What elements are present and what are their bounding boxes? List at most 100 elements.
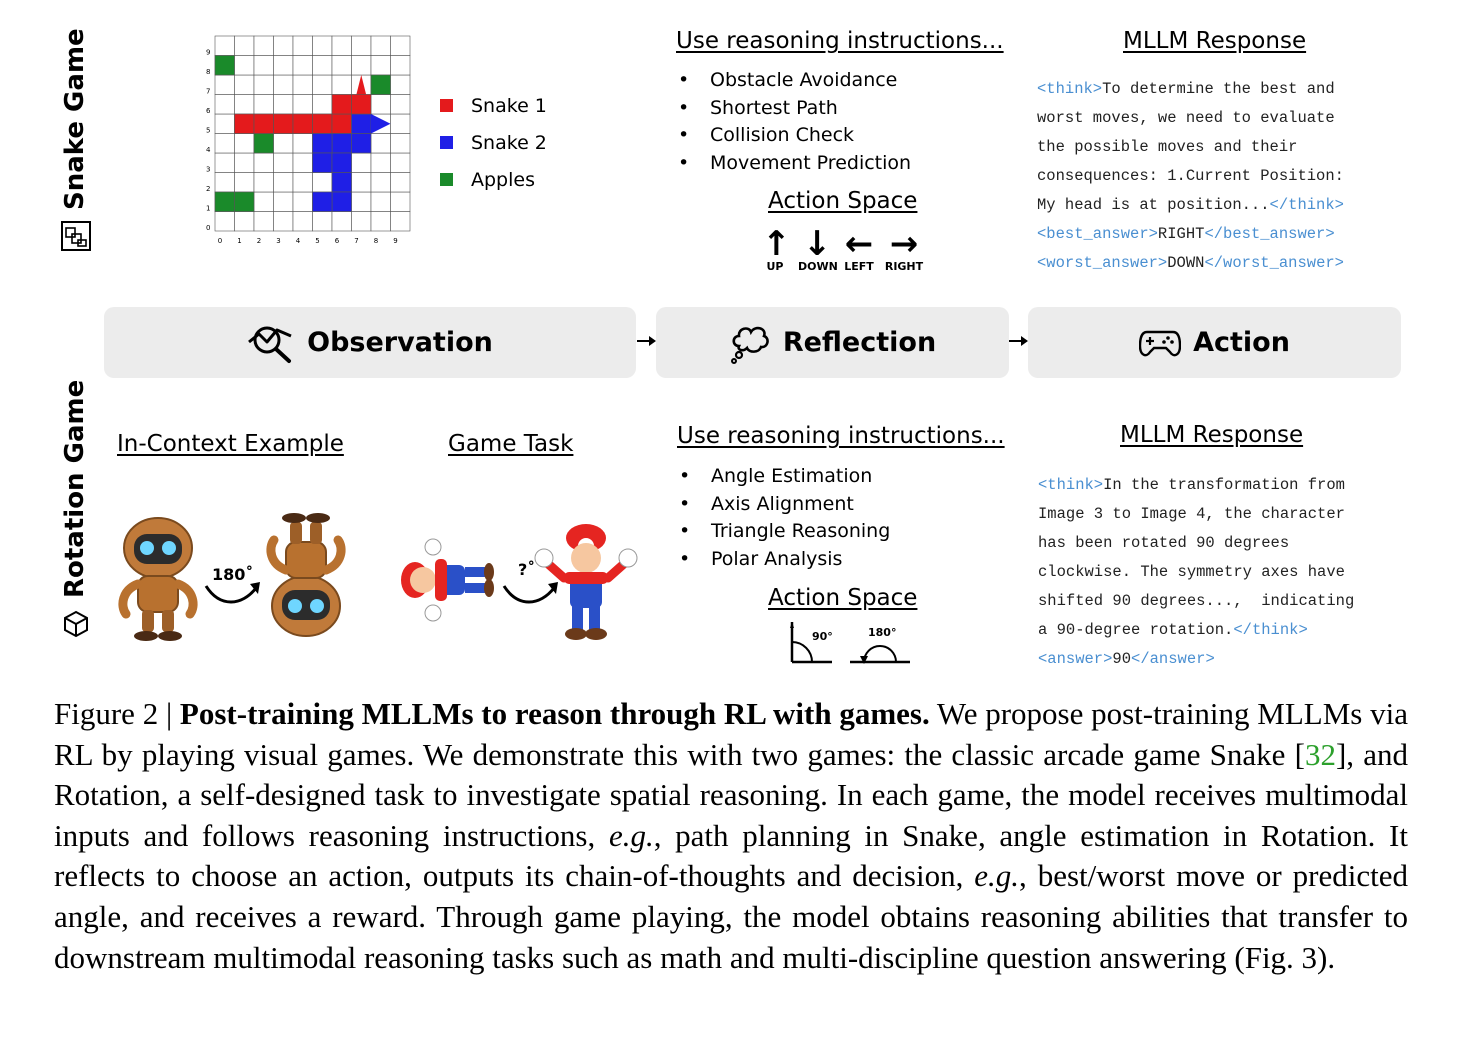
caption-prefix: Figure 2 | (54, 696, 180, 731)
list-item: Axis Alignment (679, 491, 890, 519)
snake2-head (371, 114, 391, 134)
mario-upright-image (534, 524, 638, 640)
response-line: worst moves, we need to evaluate (1037, 109, 1335, 127)
apple-cell (214, 191, 235, 212)
grid-cell (214, 152, 235, 173)
caption-text: , best/worst move or predicted angle, an… (54, 858, 1408, 975)
grid-cell (273, 55, 294, 76)
x-tick-label: 0 (218, 237, 222, 245)
apple-cell (214, 55, 235, 76)
grid-cell (234, 55, 255, 76)
up-arrow-icon: ↑ (762, 224, 791, 264)
list-item: Movement Prediction (678, 150, 911, 178)
grid-cell (351, 191, 372, 212)
grid-cell (234, 133, 255, 154)
grid-cell (234, 172, 255, 193)
rotation-instructions-list: Angle Estimation Axis Alignment Triangle… (679, 463, 890, 573)
grid-cell (214, 35, 235, 56)
grid-cell (312, 94, 333, 115)
y-tick-label: 6 (206, 107, 211, 115)
snake-response-heading: MLLM Response (1123, 28, 1307, 54)
response-line: In the transformation from (1103, 476, 1345, 494)
reflection-stage: Reflection (656, 307, 1009, 378)
grid-cell (292, 191, 313, 212)
grid-cell (331, 35, 352, 56)
grid-cell (370, 35, 391, 56)
observation-label: Observation (307, 327, 493, 358)
rotation-game-icon (64, 610, 88, 638)
y-tick-label: 8 (206, 68, 210, 76)
action-label: Action (1193, 327, 1290, 358)
grid-cell (253, 55, 274, 76)
answer-open-tag: <answer> (1038, 650, 1113, 668)
caption-text: , path planning in Snake, angle estimati… (54, 817, 1408, 894)
list-item: Triangle Reasoning (679, 518, 890, 546)
think-open-tag: <think> (1038, 476, 1104, 494)
grid-cell (390, 152, 411, 173)
grid-cell (214, 133, 235, 154)
response-line: has been rotated 90 degrees (1038, 534, 1290, 552)
grid-cell (390, 191, 411, 212)
angle-180-icon (850, 645, 910, 664)
caption-title: Post-training MLLMs to reason through RL… (179, 696, 930, 731)
answer-value: 90 (1112, 650, 1132, 668)
figure-caption: Figure 2 | Post-training MLLMs to reason… (54, 694, 1408, 978)
think-open-tag: <think> (1037, 80, 1103, 98)
y-tick-label: 0 (206, 224, 210, 232)
rotation-response-heading: MLLM Response (1120, 422, 1304, 448)
grid-cell (253, 94, 274, 115)
x-tick-label: 8 (374, 237, 378, 245)
answer-close-tag: </answer> (1131, 650, 1215, 668)
snake-instructions-heading: Use reasoning instructions... (676, 28, 1004, 54)
grid-cell (312, 172, 333, 193)
rotation-instructions-heading: Use reasoning instructions... (677, 423, 1005, 449)
snake-game-icon (61, 221, 91, 251)
robot-upright-image (118, 517, 198, 641)
grid-cell (214, 94, 235, 115)
snake2-cell (331, 133, 352, 154)
action-up: ↑ UP (762, 224, 791, 273)
snake1-cell (351, 94, 372, 115)
y-tick-label: 2 (206, 185, 210, 193)
gamepad-icon (1139, 330, 1182, 356)
x-tick-label: 3 (276, 237, 280, 245)
snake-response-text: <think>To determine the best and worst m… (1037, 75, 1344, 278)
reflection-label: Reflection (782, 327, 937, 358)
caption-eg: e.g. (974, 858, 1020, 894)
y-tick-label: 1 (206, 205, 210, 213)
grid-cell (214, 172, 235, 193)
grid-cell (351, 35, 372, 56)
legend-item-apples: Apples (440, 161, 547, 198)
snake1-cell (234, 113, 255, 134)
snake-game-label: Snake Game (60, 28, 90, 210)
snake1-cell (253, 113, 274, 134)
grid-cell (292, 74, 313, 95)
think-close-tag: </think> (1233, 621, 1308, 639)
grid-cell (390, 172, 411, 193)
list-item: Angle Estimation (679, 463, 890, 491)
thought-cloud-icon (730, 326, 769, 364)
grid-cell (370, 152, 391, 173)
snake2-cell (331, 172, 352, 193)
snake1-cell (331, 94, 352, 115)
grid-cell (312, 55, 333, 76)
citation-link[interactable]: 32 (1304, 736, 1336, 772)
snake2-swatch (440, 136, 453, 149)
grid-cell (253, 74, 274, 95)
snake-legend: Snake 1 Snake 2 Apples (440, 87, 547, 198)
grid-cell (273, 133, 294, 154)
action-label: RIGHT (884, 260, 924, 273)
grid-cell (253, 35, 274, 56)
snake1-swatch (440, 99, 453, 112)
grid-cell (273, 152, 294, 173)
example-angle-label: 180˚ (212, 565, 254, 584)
snake1-cell (331, 113, 352, 134)
x-tick-label: 9 (393, 237, 397, 245)
x-tick-label: 5 (315, 237, 319, 245)
x-tick-label: 2 (257, 237, 261, 245)
action-label: LEFT (844, 260, 874, 273)
game-task-heading: Game Task (448, 431, 574, 457)
grid-cell (214, 211, 235, 232)
grid-cell (273, 211, 294, 232)
